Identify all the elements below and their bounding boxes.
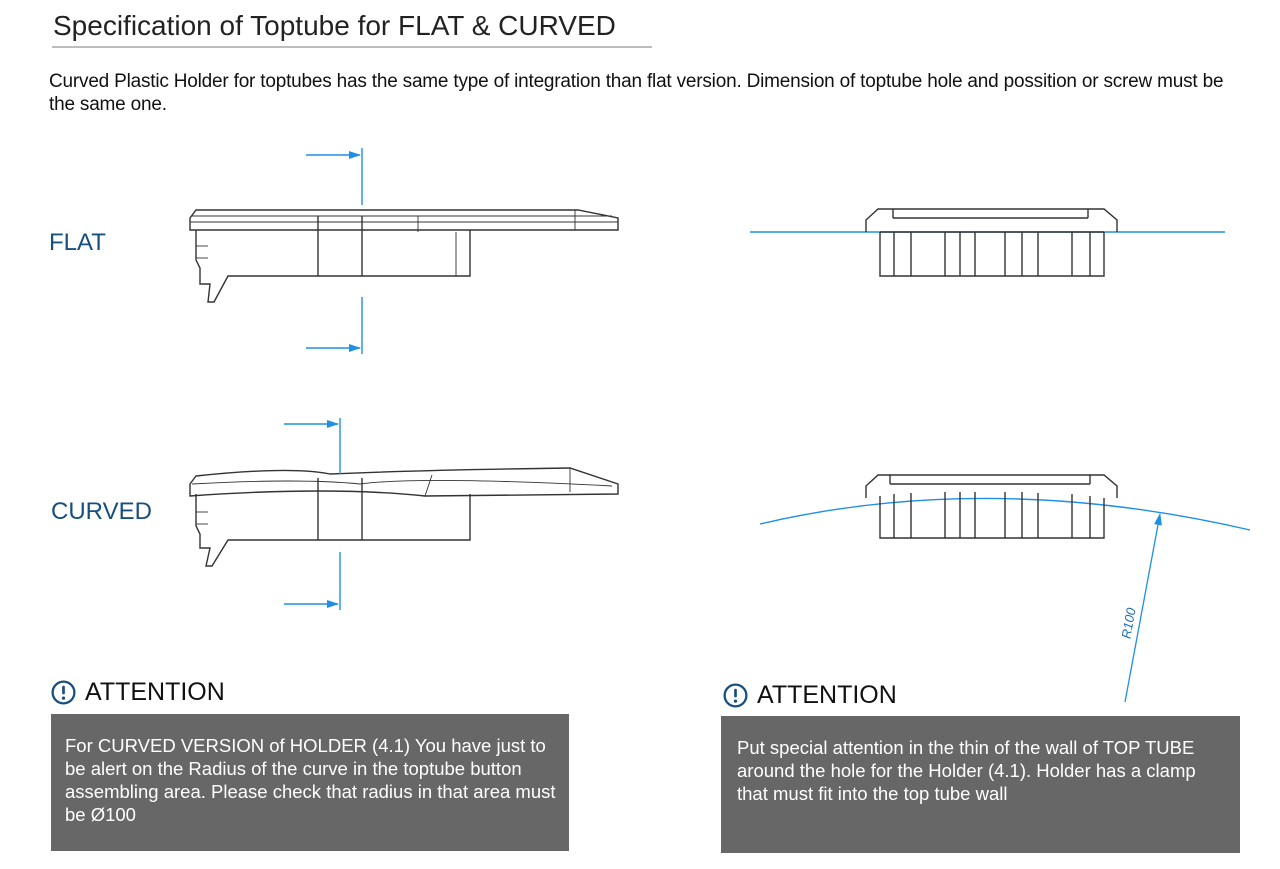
curved-side-view: [189, 467, 619, 567]
radius-dimension: R100: [1118, 513, 1162, 703]
flat-front-view: [750, 208, 1225, 277]
page-title: Specification of Toptube for FLAT & CURV…: [53, 10, 616, 41]
attention-box-right: Put special attention in the thin of the…: [721, 716, 1240, 853]
attention-heading-text: ATTENTION: [757, 681, 897, 709]
flat-section-guides: [306, 148, 363, 354]
attention-heading-right: ATTENTION: [723, 681, 897, 710]
intro-paragraph: Curved Plastic Holder for toptubes has t…: [49, 71, 1224, 115]
attention-heading-text: ATTENTION: [85, 678, 225, 706]
attention-box-left: For CURVED VERSION of HOLDER (4.1) You h…: [51, 714, 569, 851]
exclamation-circle-icon: [51, 680, 76, 705]
title-underline: [52, 46, 652, 48]
radius-dimension-label: R100: [1118, 606, 1138, 640]
curved-section-guides: [284, 418, 341, 610]
curved-front-view: R100: [759, 474, 1251, 703]
flat-label: FLAT: [49, 229, 106, 256]
flat-side-view: [189, 209, 619, 303]
attention-heading-left: ATTENTION: [51, 678, 225, 707]
exclamation-circle-icon: [723, 683, 748, 708]
curved-label: CURVED: [51, 498, 152, 525]
attention-text-right: Put special attention in the thin of the…: [737, 737, 1196, 804]
attention-text-left: For CURVED VERSION of HOLDER (4.1) You h…: [65, 735, 556, 825]
